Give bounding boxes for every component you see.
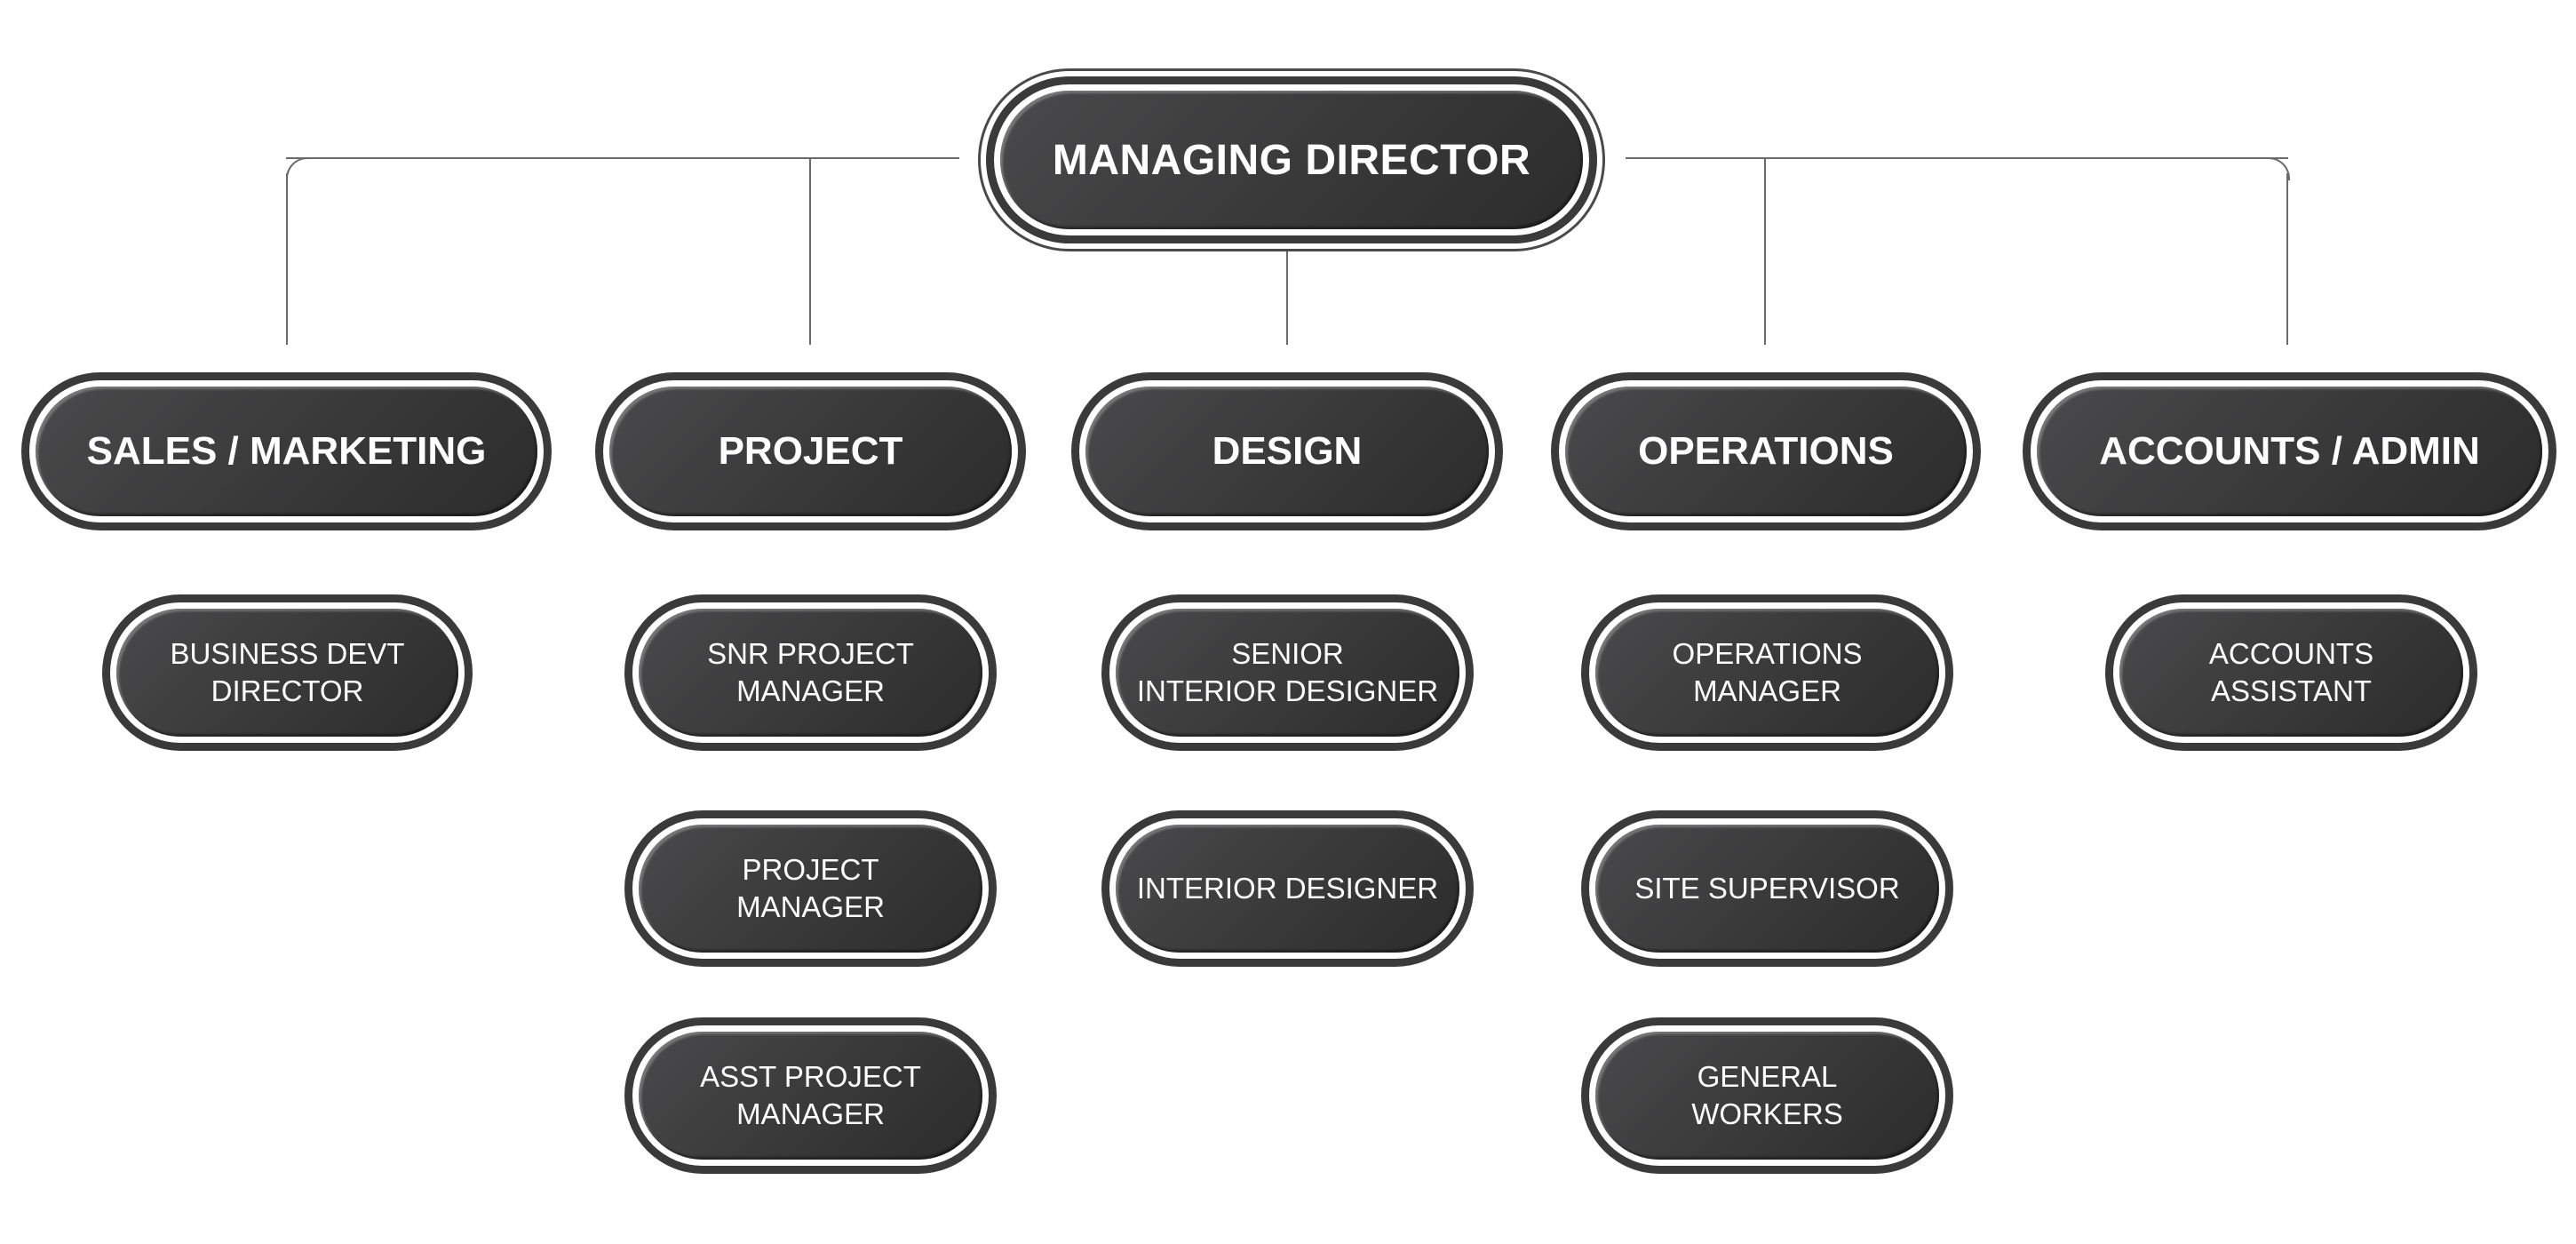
node-label: ACCOUNTS ASSISTANT [2208,637,2374,707]
node-label: GENERAL WORKERS [1691,1060,1843,1130]
node-label: INTERIOR DESIGNER [1136,872,1439,905]
node-label: SENIOR INTERIOR DESIGNER [1136,637,1439,707]
node-dept-project: PROJECT [609,387,1012,516]
node-managing-director: MANAGING DIRECTOR [1000,91,1583,229]
node-label: PROJECT MANAGER [736,853,885,923]
node-label: DESIGN [1212,429,1363,473]
connector-sales [286,173,288,345]
node-dept-sales-marketing: SALES / MARKETING [36,387,537,516]
node-label: PROJECT [718,429,903,473]
node-role-business-devt-director: BUSINESS DEVT DIRECTOR [116,609,458,737]
node-role-snr-project-manager: SNR PROJECT MANAGER [639,609,982,737]
node-dept-accounts-admin: ACCOUNTS / ADMIN [2037,387,2542,516]
node-label: ASST PROJECT MANAGER [700,1060,921,1130]
node-label: BUSINESS DEVT DIRECTOR [170,637,405,707]
connector-project [809,158,811,345]
connector-corner-left [286,157,309,180]
node-dept-design: DESIGN [1085,387,1489,516]
node-role-general-workers: GENERAL WORKERS [1595,1032,1939,1160]
node-label: MANAGING DIRECTOR [1052,136,1531,184]
connector-accounts [2286,173,2288,345]
node-label: SITE SUPERVISOR [1634,872,1900,905]
connector-corner-right [2267,157,2290,180]
node-role-accounts-assistant: ACCOUNTS ASSISTANT [2119,609,2463,737]
node-role-site-supervisor: SITE SUPERVISOR [1595,825,1939,953]
connector-design [1286,249,1288,345]
node-role-asst-project-manager: ASST PROJECT MANAGER [639,1032,982,1160]
node-label: SNR PROJECT MANAGER [707,637,914,707]
node-dept-operations: OPERATIONS [1565,387,1967,516]
node-label: ACCOUNTS / ADMIN [2099,429,2480,473]
node-role-project-manager: PROJECT MANAGER [639,825,982,953]
connector-operations [1764,158,1766,345]
node-role-senior-interior-designer: SENIOR INTERIOR DESIGNER [1116,609,1459,737]
node-label: OPERATIONS [1638,429,1894,473]
node-label: SALES / MARKETING [86,429,487,473]
node-role-interior-designer: INTERIOR DESIGNER [1116,825,1459,953]
node-role-operations-manager: OPERATIONS MANAGER [1595,609,1939,737]
node-label: OPERATIONS MANAGER [1672,637,1863,707]
